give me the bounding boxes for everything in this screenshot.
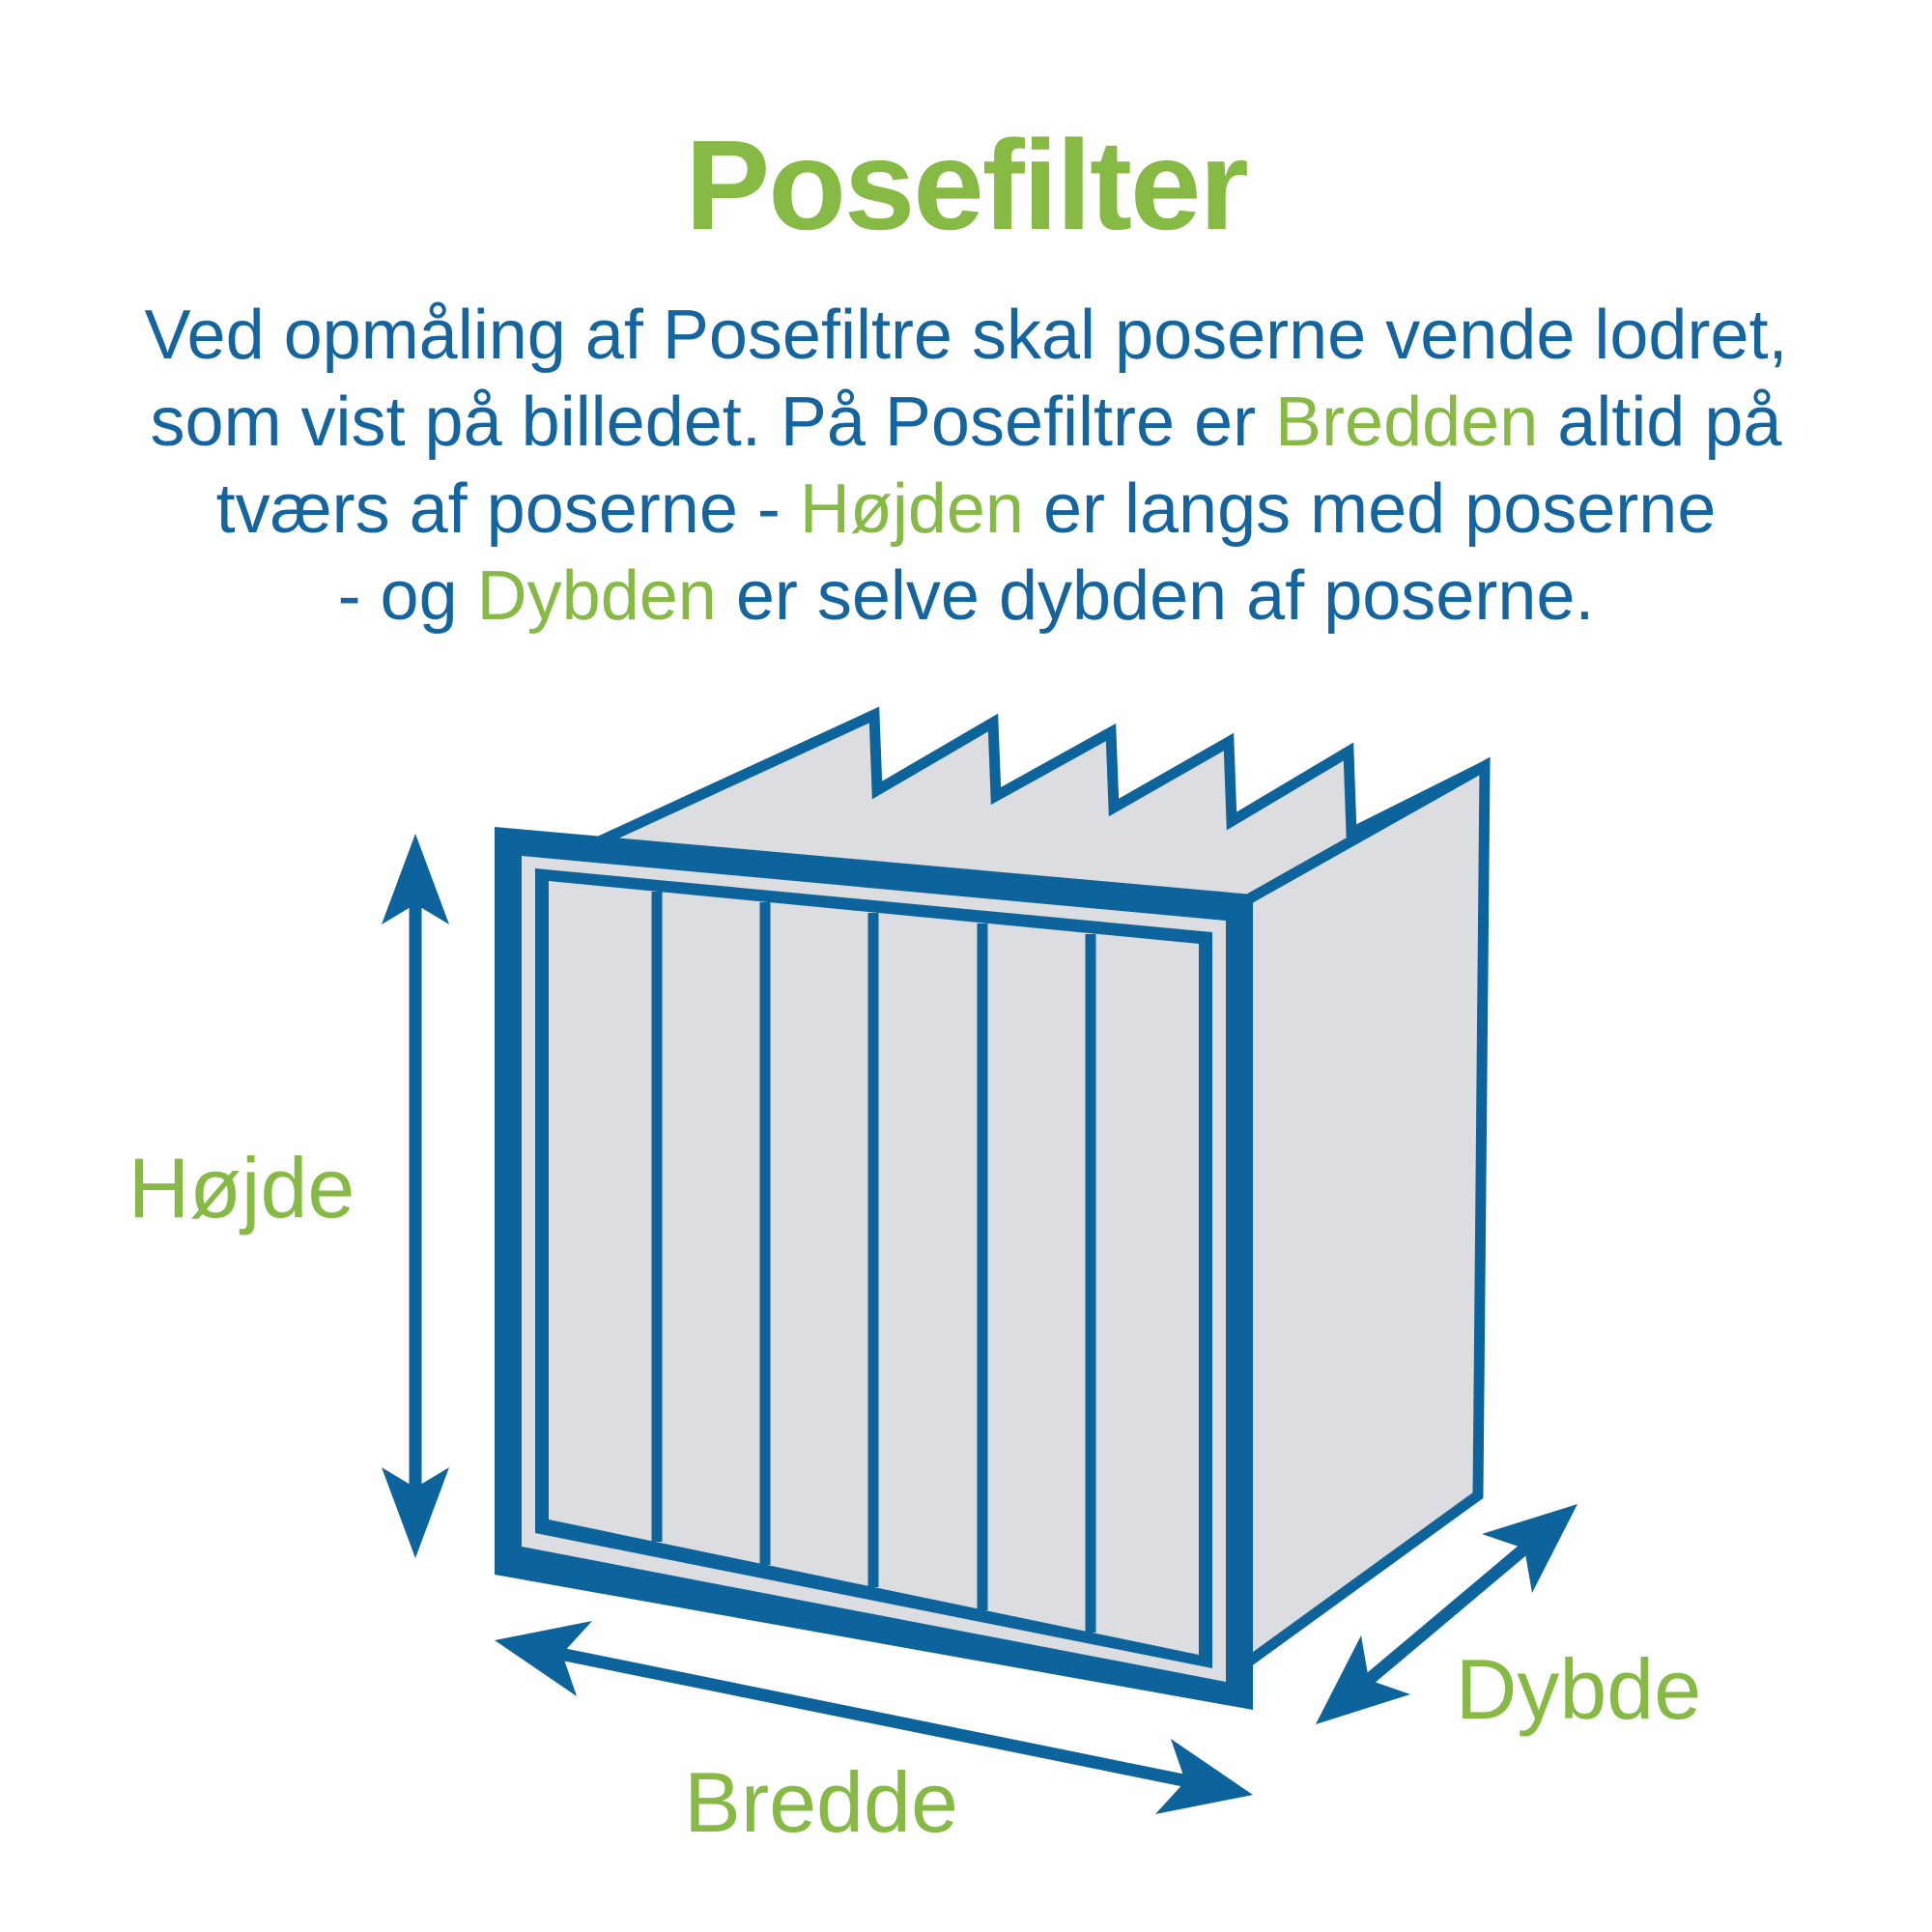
intro-text: Ved opmåling af Posefiltre skal poserne … <box>0 292 1932 639</box>
width-arrow <box>495 1621 1253 1814</box>
intro-line-3-post: er langs med poserne <box>1023 470 1717 548</box>
width-arrow-shaft <box>554 1646 1195 1789</box>
depth-arrow <box>1316 1504 1577 1724</box>
depth-arrow-head-upper <box>1482 1504 1577 1593</box>
intro-line-4-highlight: Dybden <box>476 557 717 635</box>
side-bag-panel <box>1236 756 1491 1674</box>
intro-line-4: - og Dybden er selve dybden af poserne. <box>0 553 1932 639</box>
height-arrow-head-top <box>382 834 449 924</box>
intro-line-1: Ved opmåling af Posefiltre skal poserne … <box>0 292 1932 379</box>
width-label: Bredde <box>684 1754 958 1850</box>
intro-line-1-pre: Ved opmåling af Posefiltre skal poserne … <box>144 297 1788 374</box>
width-arrow-head-left <box>495 1621 592 1696</box>
height-arrow-head-bottom <box>382 1467 449 1558</box>
height-label: Højde <box>128 1140 355 1236</box>
depth-label: Dybde <box>1455 1641 1702 1737</box>
intro-line-3-pre: tværs af poserne - <box>215 470 800 548</box>
depth-arrow-shaft <box>1353 1535 1540 1693</box>
intro-line-4-pre: - og <box>337 557 477 635</box>
intro-line-2-post: altid på <box>1538 384 1782 461</box>
depth-arrow-head-lower <box>1316 1635 1410 1724</box>
intro-line-3: tværs af poserne - Højden er langs med p… <box>0 466 1932 553</box>
height-arrow <box>382 834 449 1558</box>
intro-line-2: som vist på billedet. På Posefiltre er B… <box>0 379 1932 466</box>
intro-line-4-post: er selve dybden af poserne. <box>716 557 1595 635</box>
intro-line-2-pre: som vist på billedet. På Posefiltre er <box>150 384 1276 461</box>
width-arrow-head-right <box>1155 1739 1253 1814</box>
intro-line-2-highlight: Bredden <box>1275 384 1539 461</box>
page-title: Posefilter <box>685 114 1249 256</box>
intro-line-3-highlight: Højden <box>799 470 1024 548</box>
